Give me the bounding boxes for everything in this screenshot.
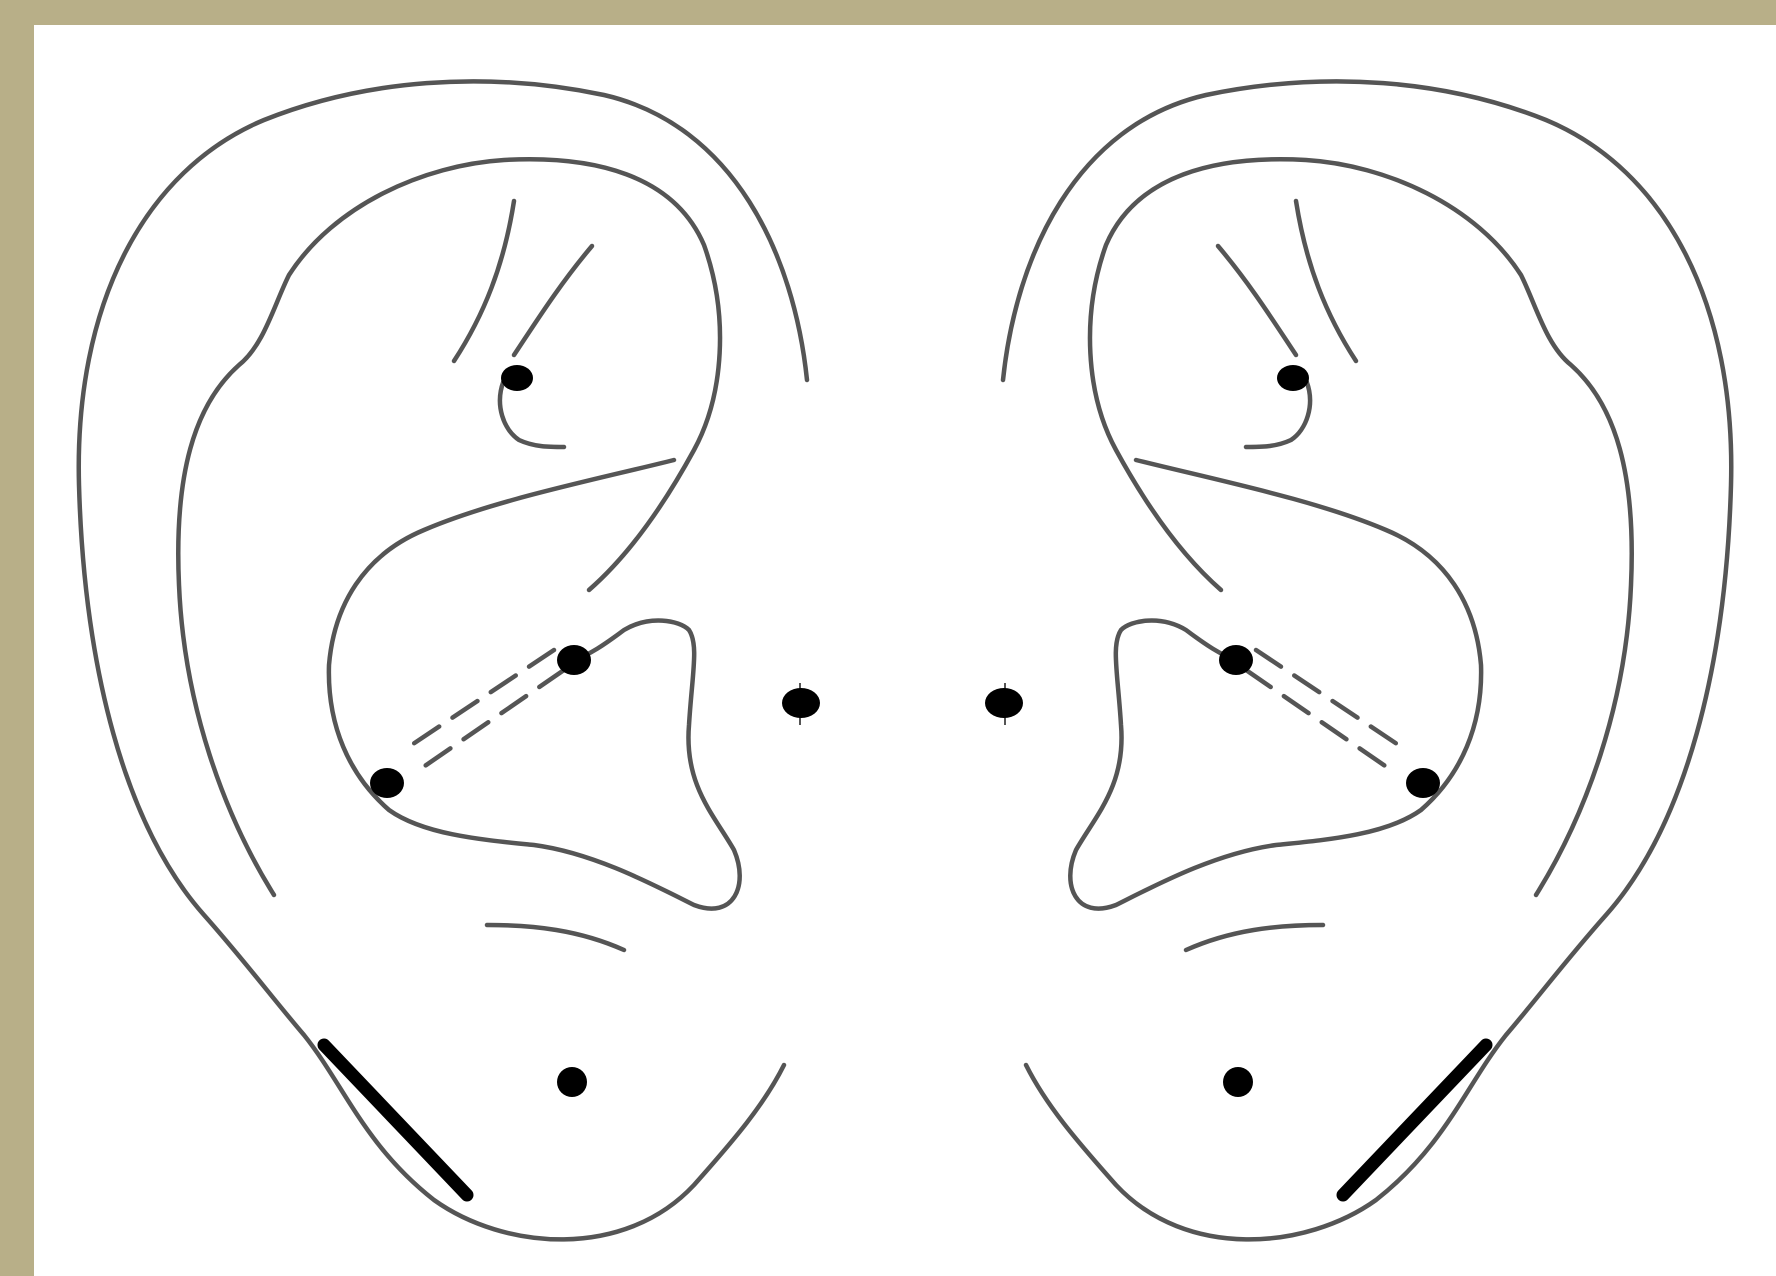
right-ear-fossa-line-1 (1296, 201, 1356, 361)
earlobe-point (1223, 1067, 1253, 1097)
left-ear-antihelix-crus (329, 460, 740, 909)
crus-point (557, 645, 591, 675)
right-ear-dashed-line-2 (1246, 670, 1391, 770)
antihelix-point (370, 768, 404, 798)
right-ear-dashed-line-1 (1256, 650, 1406, 750)
right-ear-helix-inner (1090, 159, 1632, 895)
ear-points-diagram (34, 25, 1776, 1276)
diagram-panel (34, 25, 1776, 1276)
right-ear-outline-icon (1003, 81, 1731, 1239)
right-tragus-point (985, 688, 1023, 718)
crus-point (1219, 645, 1253, 675)
left-ear-fossa-hook (500, 380, 564, 447)
right-ear-fossa-hook (1246, 380, 1310, 447)
upper-fossa-point (501, 365, 533, 391)
right-ear-fossa-line-2 (1218, 246, 1296, 355)
center-points (782, 683, 1023, 725)
left-ear-tragus-crease (487, 925, 624, 950)
upper-fossa-point (1277, 365, 1309, 391)
lower-helix-segment (324, 1045, 467, 1195)
earlobe-point (557, 1067, 587, 1097)
right-ear-tragus-crease (1186, 925, 1323, 950)
right-ear-antihelix-crus (1070, 460, 1481, 909)
left-tragus-point (782, 688, 820, 718)
left-ear-helix-inner (178, 159, 720, 895)
antihelix-point (1406, 768, 1440, 798)
left-ear-fossa-line-2 (514, 246, 592, 355)
lower-helix-segment (1343, 1045, 1486, 1195)
left-ear-dashed-line-2 (419, 670, 564, 770)
left-ear-dashed-line-1 (404, 650, 554, 750)
left-ear-outline-icon (79, 81, 807, 1239)
left-ear-fossa-line-1 (454, 201, 514, 361)
